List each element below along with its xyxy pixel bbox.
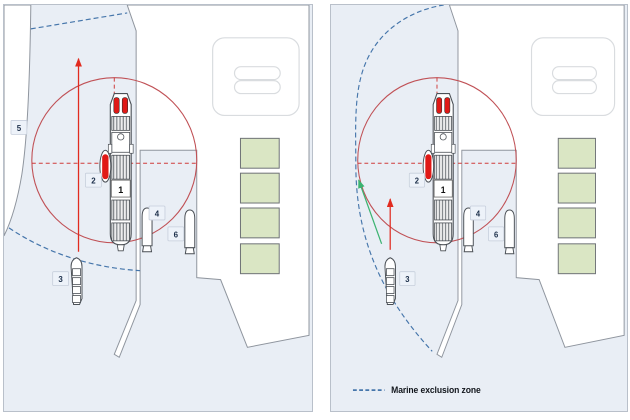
ship-deck-hatch xyxy=(434,116,453,131)
ship-deck-hatch xyxy=(111,222,131,242)
stern xyxy=(142,245,153,253)
marker-label-box xyxy=(52,271,69,287)
ship-funnel xyxy=(444,97,451,114)
marker-label-box xyxy=(110,179,131,198)
marker-label-text: 6 xyxy=(174,230,179,239)
marker-label-text: 3 xyxy=(58,275,63,284)
ship-stern-tail xyxy=(439,244,448,252)
stern xyxy=(184,247,195,255)
vessel-6-workboat xyxy=(504,209,515,255)
marker-label-box xyxy=(148,205,166,221)
marker-label-text: 2 xyxy=(91,177,96,186)
ship-notch xyxy=(117,133,125,141)
ship-funnel xyxy=(113,97,120,114)
marker-label-box xyxy=(408,172,425,188)
marine-exclusion-zone-boundary xyxy=(8,227,141,272)
marker-label-box xyxy=(10,120,28,135)
stern xyxy=(504,247,515,255)
bridge-wing xyxy=(430,143,435,154)
vessel-2-tug xyxy=(99,149,112,183)
hatch xyxy=(72,268,81,277)
storage-tank xyxy=(557,243,596,275)
tug-body xyxy=(425,154,432,180)
marker-label-text: 1 xyxy=(441,185,446,195)
building-detail xyxy=(233,66,281,81)
marker-label-box xyxy=(167,226,185,242)
marker-label-2: 2 xyxy=(408,172,425,188)
ship-deck-hatch xyxy=(111,199,131,221)
legend-marine-exclusion-zone: Marine exclusion zone xyxy=(352,385,481,395)
bridge-wing xyxy=(451,143,456,154)
storage-tank xyxy=(239,172,280,204)
marker-label-6: 6 xyxy=(488,226,505,242)
hatch xyxy=(385,277,395,286)
legend-label: Marine exclusion zone xyxy=(391,385,481,395)
building-detail xyxy=(551,80,598,95)
tug-track-arrow xyxy=(358,179,383,245)
ship-stern-tail xyxy=(116,244,125,252)
marker-label-text: 4 xyxy=(476,209,481,218)
bridge-wing xyxy=(129,143,134,154)
vessel-2-tug xyxy=(422,149,435,183)
ship-deck-hatch xyxy=(434,154,453,180)
ship-deck-hatch xyxy=(434,222,453,242)
hull xyxy=(184,209,196,249)
vessel-1-ship: 1 xyxy=(430,93,456,252)
storage-tank xyxy=(557,137,596,169)
storage-tank xyxy=(557,207,596,239)
marker-label-5: 5 xyxy=(10,120,28,135)
bridge-wing xyxy=(107,143,113,154)
marker-label-text: 1 xyxy=(118,185,123,195)
ship-notch xyxy=(439,133,447,141)
marker-label-box xyxy=(488,226,505,242)
storage-tank xyxy=(239,243,280,275)
marker-label-box xyxy=(470,205,487,221)
marker-label-3: 3 xyxy=(399,271,416,287)
hatch xyxy=(72,295,81,303)
hatch xyxy=(385,295,395,303)
ship-superstructure xyxy=(434,131,453,153)
vessel-3-barge xyxy=(384,257,396,306)
marker-label-text: 5 xyxy=(17,124,22,133)
marker-label-text: 2 xyxy=(415,176,420,185)
marker-label-3: 3 xyxy=(52,271,69,287)
building-detail xyxy=(551,66,598,81)
vessel-1-ship: 1 xyxy=(107,93,134,252)
ship-deck-hatch xyxy=(434,199,453,221)
tug-body xyxy=(102,154,109,180)
storage-tank xyxy=(239,137,280,169)
ship-superstructure xyxy=(111,131,131,153)
port-diagram-svg: 1 2 3 4 6 5 xyxy=(4,5,312,411)
marker-label-4: 4 xyxy=(470,205,487,221)
hatch xyxy=(385,286,395,294)
marker-label-4: 4 xyxy=(148,205,166,221)
marker-label-box xyxy=(85,172,102,188)
ship-deck-hatch xyxy=(111,154,131,180)
storage-tank xyxy=(239,207,280,239)
ship-funnel xyxy=(121,97,128,114)
hatch xyxy=(72,277,81,286)
hull xyxy=(504,209,515,249)
hatch xyxy=(385,268,395,277)
ship-deck-hatch xyxy=(111,116,131,131)
marker-label-text: 3 xyxy=(405,275,410,284)
marker-label-text: 4 xyxy=(155,209,160,218)
ship-funnel xyxy=(436,97,443,114)
marker-label-box xyxy=(399,271,416,287)
building-detail xyxy=(233,80,281,95)
stern xyxy=(463,245,474,253)
marker-label-box xyxy=(433,179,453,198)
marker-label-2: 2 xyxy=(85,172,102,188)
marine-exclusion-zone-boundary xyxy=(30,12,128,30)
hatch xyxy=(72,286,81,294)
marker-label-6: 6 xyxy=(167,226,185,242)
marker-label-text: 6 xyxy=(494,230,499,239)
vessel-3-barge xyxy=(70,257,83,306)
vessel-6-workboat xyxy=(184,209,196,255)
storage-tank xyxy=(557,172,596,204)
panel-left-departure: 1 2 3 4 6 5 xyxy=(3,4,313,412)
marine-exclusion-zone-boundary xyxy=(355,5,444,352)
